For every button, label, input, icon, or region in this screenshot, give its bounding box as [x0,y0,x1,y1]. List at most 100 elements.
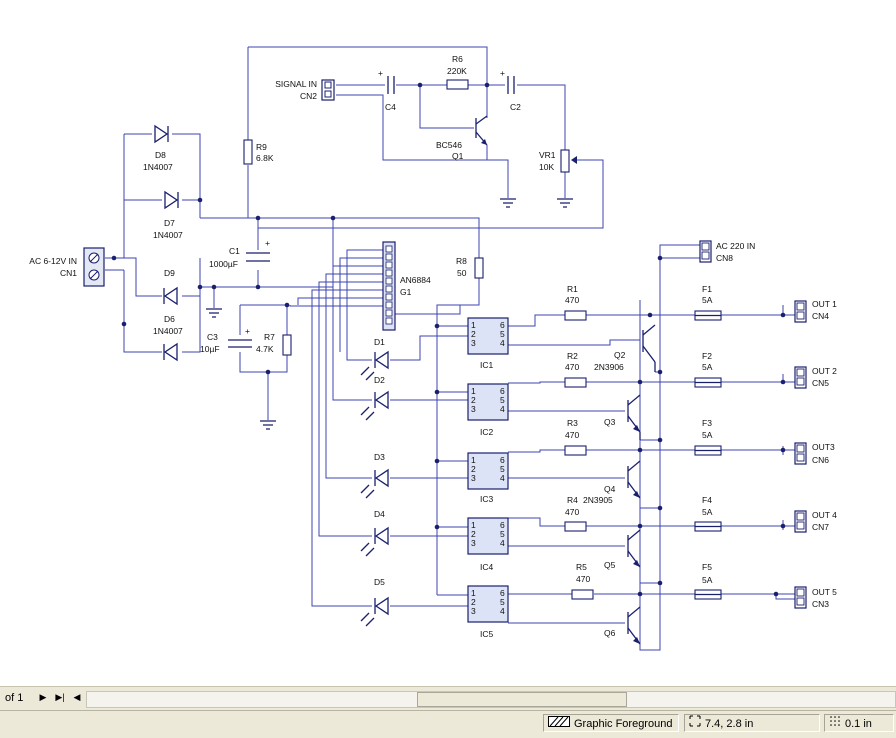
status-bar: Graphic Foreground 7.4, 2.8 in 0.1 in [0,710,896,738]
schematic-label: 470 [565,362,579,372]
schematic-label: 470 [565,430,579,440]
horizontal-scrollbar[interactable] [86,691,896,708]
schematic-label: R8 [456,256,467,266]
ground-symbols [206,198,573,430]
ic-pin-number: 6 [500,520,505,530]
ic-pin-number: 4 [500,473,505,483]
schematic-label: 5A [702,362,713,372]
schematic-label: 1N4007 [143,162,173,172]
schematic-label: 470 [565,507,579,517]
schematic-label: IC1 [480,360,494,370]
ic-pin-number: 2 [471,395,476,405]
schematic-label: D2 [374,375,385,385]
schematic-label: OUT 4 [812,510,837,520]
resistor-r7 [282,334,292,356]
polarity-mark: + [500,68,505,78]
schematic-label: 1N4007 [153,326,183,336]
diode-d8 [154,124,169,144]
schematic-label: 50 [457,268,467,278]
schematic-label: CN8 [716,253,733,263]
navigation-bar: of 1 ▶ ▶| ◀ [0,686,896,711]
ic-pin-number: 2 [471,464,476,474]
scrollbar-thumb[interactable] [417,692,627,707]
schematic-label: OUT 1 [812,299,837,309]
transistor-q6 [627,606,641,645]
led-d2 [360,390,389,421]
ic-an6884 [382,241,396,331]
schematic-label: D1 [374,337,385,347]
scroll-left-button[interactable]: ◀ [73,692,81,702]
schematic-label: CN2 [300,91,317,101]
ic4 [467,517,509,555]
led-d5 [360,596,389,627]
schematic-label: R7 [264,332,275,342]
schematic-label: CN7 [812,522,829,532]
ic5 [467,585,509,623]
schematic-label: C3 [207,332,218,342]
output-connectors [794,300,807,609]
ic-pin-number: 6 [500,386,505,396]
transistor-q5 [627,529,641,568]
schematic-label: 470 [576,574,590,584]
transistor-q2 [642,324,656,372]
schematic-label: OUT 2 [812,366,837,376]
ic-pin-number: 3 [471,606,476,616]
schematic-label: C1 [229,246,240,256]
schematic-label: 5A [702,507,713,517]
schematic-label: OUT3 [812,442,835,452]
resistor-r2 [564,377,587,388]
schematic-label: IC3 [480,494,494,504]
schematic-label: 5A [702,295,713,305]
schematic-label: AC 220 IN [716,241,755,251]
schematic-label: AN6884 [400,275,431,285]
schematic-label: F1 [702,284,712,294]
schematic-label: 220K [447,66,467,76]
connector-cn1 [83,247,105,287]
schematic-label: Q2 [614,350,626,360]
capacitor-c3 [228,339,252,348]
ic-pin-number: 1 [471,588,476,598]
schematic-label: 1000µF [209,259,238,269]
resistor-r6 [446,79,469,90]
schematic-label: Q4 [604,484,616,494]
schematic-label: CN5 [812,378,829,388]
schematic-label: F2 [702,351,712,361]
schematic-label: IC4 [480,562,494,572]
schematic-label: 5A [702,575,713,585]
schematic-label: CN3 [812,599,829,609]
schematic-label: D4 [374,509,385,519]
transistor-q1 [475,115,488,146]
coords-panel: 7.4, 2.8 in [684,714,820,732]
resistor-r4 [564,521,587,532]
grid-text: 0.1 in [845,718,872,730]
schematic-label: R4 [567,495,578,505]
capacitor-c4 [387,76,395,94]
schematic-canvas[interactable]: SIGNAL INCN2C4R6220KC2BC546Q1VR110KR96.8… [0,0,896,686]
ic-pin-number: 5 [500,597,505,607]
schematic-label: Q3 [604,417,616,427]
ic-pin-number: 6 [500,455,505,465]
schematic-label: IC2 [480,427,494,437]
ic-pin-number: 5 [500,395,505,405]
layer-text: Graphic Foreground [574,718,673,730]
schematic-label: F3 [702,418,712,428]
schematic-label: Q1 [452,151,464,161]
diode-d7 [164,190,179,210]
last-page-button[interactable]: ▶| [55,692,65,702]
schematic-label: CN6 [812,455,829,465]
next-page-button[interactable]: ▶ [39,692,47,702]
led-d3 [360,468,389,499]
schematic-label: D7 [164,218,175,228]
schematic-label: OUT 5 [812,587,837,597]
ic-pin-number: 3 [471,473,476,483]
ic-pin-number: 3 [471,338,476,348]
schematic-label: 1N4007 [153,230,183,240]
schematic-label: Q6 [604,628,616,638]
ic-pin-number: 1 [471,386,476,396]
schematic-label: R2 [567,351,578,361]
schematic-label: SIGNAL IN [275,79,317,89]
ic-pin-number: 4 [500,404,505,414]
schematic-label: G1 [400,287,412,297]
ic3 [467,452,509,490]
